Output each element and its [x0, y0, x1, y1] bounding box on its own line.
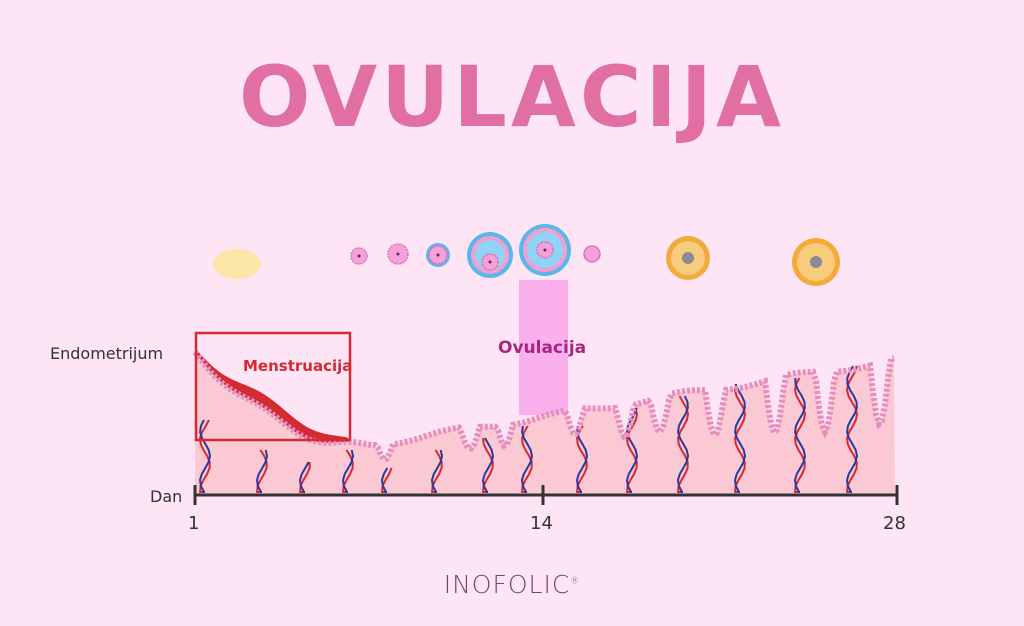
- ovulation-label: Ovulacija: [498, 338, 587, 358]
- blood-vessel: [431, 449, 443, 493]
- blood-vessel: [845, 365, 859, 493]
- brand-name: INOFOLIC: [443, 570, 571, 599]
- blood-vessel: [677, 395, 690, 493]
- blood-vessel: [520, 425, 534, 493]
- nucleus-icon: [488, 260, 492, 264]
- blood-vessel: [845, 365, 859, 493]
- nucleus-icon: [357, 254, 361, 258]
- blood-vessel: [299, 461, 311, 493]
- blood-vessel: [342, 449, 354, 493]
- blood-vessel: [481, 437, 495, 493]
- nucleus-icon: [543, 248, 547, 252]
- blood-vessel: [793, 377, 807, 493]
- blood-vessel: [298, 461, 310, 493]
- nucleus-icon: [396, 252, 400, 256]
- blood-vessel: [676, 395, 690, 493]
- corpus-luteum-core-icon: [682, 252, 694, 264]
- blood-vessel: [381, 467, 393, 493]
- tick-label-14: 14: [530, 513, 553, 534]
- endometrium-label: Endometrijum: [50, 344, 164, 363]
- corpus-albicans-icon: [213, 249, 261, 279]
- tick-label-1: 1: [188, 513, 200, 534]
- corpus-luteum-core-icon: [810, 256, 822, 268]
- nucleus-icon: [436, 253, 440, 257]
- blood-vessel: [198, 419, 212, 493]
- blood-vessel: [380, 467, 389, 493]
- blood-vessel: [793, 377, 807, 493]
- tick-label-28: 28: [883, 513, 906, 534]
- blood-vessel: [733, 383, 747, 493]
- brand-mark: ®: [570, 576, 581, 587]
- brand-logo: INOFOLIC®: [0, 570, 1024, 599]
- blood-vessel: [626, 407, 639, 493]
- day-label: Dan: [150, 487, 183, 506]
- page-title: OVULACIJA: [238, 48, 786, 146]
- menstruation-box: [194, 331, 352, 442]
- menstruation-label: Menstruacija: [243, 357, 353, 375]
- endometrium-tissue: [195, 352, 895, 495]
- ovulation-band: [519, 280, 568, 415]
- blood-vessel: [733, 383, 747, 493]
- blood-vessel: [256, 449, 268, 493]
- blood-vessel: [575, 425, 589, 493]
- blood-vessel: [255, 449, 269, 493]
- blood-vessel: [341, 449, 355, 493]
- follicle-stages: [213, 224, 840, 286]
- blood-vessel: [430, 449, 444, 493]
- blood-vessels: [198, 365, 859, 493]
- blood-vessel: [482, 437, 494, 493]
- released-oocyte-icon: [583, 245, 601, 263]
